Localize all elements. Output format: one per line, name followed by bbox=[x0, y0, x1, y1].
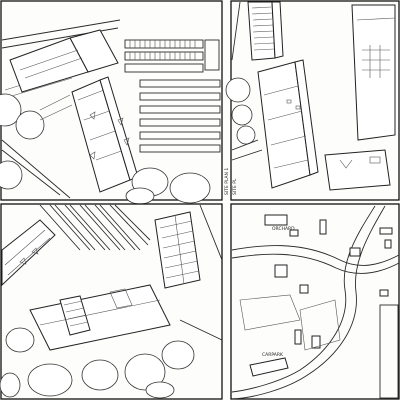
map-label-br-b: CARPARK bbox=[262, 352, 284, 358]
plot-boundary-br-1 bbox=[239, 294, 301, 331]
map-label-br-a: ORCHARD bbox=[272, 226, 295, 232]
panel-top-left: SITE PLAN 1 bbox=[0, 0, 230, 205]
road-edge-tr bbox=[231, 1, 241, 61]
road-cross-br-edge bbox=[231, 253, 400, 274]
trees-tr bbox=[225, 77, 256, 145]
building-main-bl bbox=[29, 284, 171, 351]
panel-bottom-right: ORCHARD CARPARK bbox=[230, 203, 400, 400]
road-winding-br bbox=[231, 205, 376, 393]
building-main-tr bbox=[257, 59, 319, 189]
panel-frame-bl bbox=[0, 203, 223, 400]
buildings-br bbox=[249, 214, 393, 377]
plot-edge-br bbox=[379, 304, 399, 399]
plot-boundary-br-2 bbox=[299, 299, 341, 351]
side-label-tl: SITE PLAN 1 bbox=[224, 168, 230, 195]
panel-bottom-left bbox=[0, 203, 223, 400]
road-winding-br-edge bbox=[231, 205, 386, 400]
road-bottom-tl bbox=[1, 139, 71, 199]
building-long-left-tl bbox=[9, 29, 119, 93]
trees-tl bbox=[0, 93, 211, 205]
parking-strips-bl bbox=[39, 204, 151, 251]
building-lower-tr bbox=[324, 149, 391, 191]
markers-tl bbox=[89, 111, 130, 160]
road-edge-bl bbox=[179, 204, 223, 341]
building-tower-tr bbox=[351, 4, 396, 141]
building-striped-tr bbox=[247, 1, 284, 61]
walk-tl bbox=[39, 94, 73, 121]
panel-top-right: SITE PL bbox=[225, 0, 400, 201]
road-tr bbox=[231, 139, 263, 161]
parking-rows-tl bbox=[124, 39, 221, 153]
building-main-tl bbox=[71, 76, 139, 193]
building-striped-bl bbox=[154, 211, 201, 289]
road-cross-br bbox=[231, 245, 400, 266]
panel-frame-br bbox=[230, 203, 400, 400]
building-left-bl bbox=[1, 219, 56, 287]
trees-bl bbox=[0, 327, 195, 399]
side-label-tr: SITE PL bbox=[232, 178, 238, 195]
panel-frame-tr bbox=[230, 0, 400, 201]
